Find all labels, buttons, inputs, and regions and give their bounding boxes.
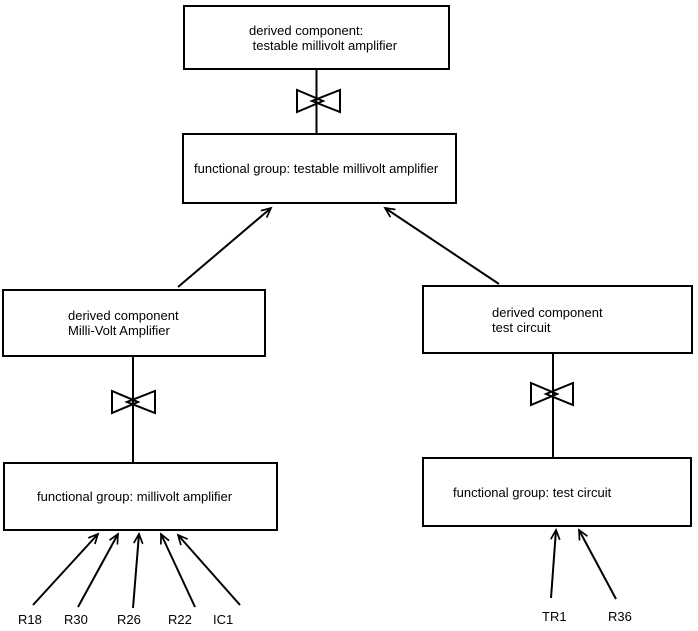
bowtie-icon [530,381,574,407]
label-r26: R26 [117,612,141,627]
arrow-derived-mva-to-fg-testable [177,206,273,288]
node-text-line: derived component: [249,22,364,38]
arrow-tr1-to-fg-test [550,528,561,599]
label-r22: R22 [168,612,192,627]
arrow-r22-to-fg-mva [160,532,196,608]
node-functional-group-test-circuit: functional group: test circuit [422,457,692,527]
arrow-r26-to-fg-mva [132,532,144,609]
node-text-line: derived component [492,304,603,320]
node-text-line: Milli-Volt Amplifier [68,323,170,338]
arrow-derived-test-to-fg-testable [383,206,500,285]
label-tr1: TR1 [542,609,567,624]
node-text-line: derived component [68,308,179,323]
arrow-r30-to-fg-mva [77,532,119,608]
arrow-r36-to-fg-test [578,528,617,600]
node-derived-test-circuit: derived component test circuit [422,285,693,354]
node-text-line: test circuit [492,319,551,335]
node-text-line: functional group: millivolt amplifier [37,489,233,504]
bowtie-icon [111,389,156,415]
label-r18: R18 [18,612,42,627]
node-text-line: functional group: testable millivolt amp… [194,161,439,176]
label-r30: R30 [64,612,88,627]
node-derived-milli-volt-amplifier: derived component Milli-Volt Amplifier [2,289,266,357]
arrow-r18-to-fg-mva [32,532,100,606]
node-text-line: testable millivolt amplifier [249,37,398,53]
label-r36: R36 [608,609,632,624]
bowtie-icon [296,88,341,114]
node-functional-group-testable-millivolt-amplifier: functional group: testable millivolt amp… [182,133,457,204]
label-ic1: IC1 [213,612,234,627]
node-derived-testable-millivolt-amplifier: derived component: testable millivolt am… [183,5,450,70]
arrow-ic1-to-fg-mva [176,533,241,606]
node-text-line: functional group: test circuit [453,484,612,500]
node-functional-group-millivolt-amplifier: functional group: millivolt amplifier [3,462,278,531]
